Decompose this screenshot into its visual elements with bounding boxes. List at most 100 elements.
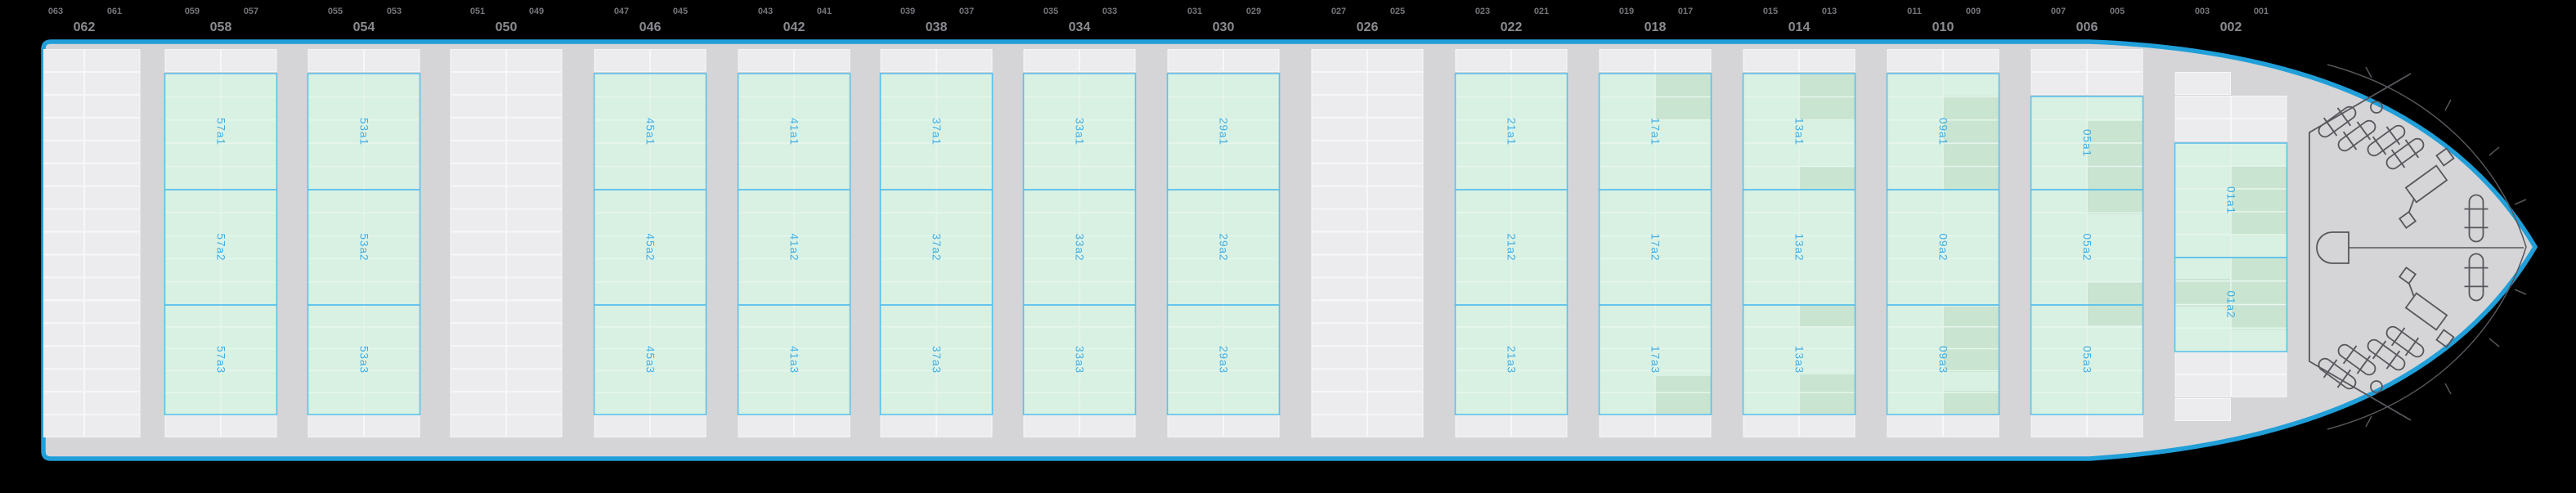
stowage-zone-13a3[interactable]	[1742, 304, 1856, 415]
zone-label: 17a3	[1649, 346, 1662, 374]
occupied-slot[interactable]	[2087, 190, 2143, 214]
zone-label: 29a2	[1218, 233, 1230, 261]
zone-label: 13a3	[1793, 346, 1806, 374]
zone-label: 05a3	[2081, 346, 2094, 374]
stowage-zone-53a3[interactable]	[307, 304, 421, 415]
bollard-icon	[2318, 105, 2357, 138]
bay-odd-number-label: 011	[1907, 7, 1922, 16]
stowage-zone-29a3[interactable]	[1166, 304, 1281, 415]
bay-number-label: 002	[2220, 20, 2242, 34]
bay-odd-number-label: 041	[817, 7, 832, 16]
bay-odd-number-label: 027	[1331, 7, 1346, 16]
fairlead-icon	[2370, 101, 2383, 114]
bay-odd-number-label: 059	[185, 7, 200, 16]
zone-label: 45a1	[644, 118, 657, 146]
bollard-icon	[2318, 357, 2357, 390]
bay-number-label: 058	[210, 20, 232, 34]
occupied-slot[interactable]	[2087, 282, 2143, 325]
zone-label: 45a3	[644, 346, 657, 374]
zone-label: 37a1	[931, 118, 943, 146]
stowage-zone-37a3[interactable]	[879, 304, 994, 415]
stowage-zone-41a3[interactable]	[737, 304, 851, 415]
chain-link	[2408, 198, 2415, 213]
bay-odd-number-label: 047	[614, 7, 629, 16]
bay-column-062	[43, 49, 141, 437]
occupied-slot[interactable]	[1655, 376, 1712, 415]
bay-number-label: 042	[783, 20, 806, 34]
stowage-zone-21a3[interactable]	[1454, 304, 1568, 415]
forecastle-boundary	[2309, 73, 2412, 421]
bay-odd-number-label: 063	[48, 7, 63, 16]
chain-stopper-icon	[2404, 164, 2448, 204]
zone-label: 01a1	[2225, 186, 2237, 214]
stowage-zone-01a2[interactable]	[2174, 257, 2288, 352]
frame-tick	[2365, 66, 2372, 78]
bollard-icon	[2367, 338, 2406, 371]
bay-column-038: 37a1 37a2 37a3	[879, 49, 994, 437]
bay-odd-number-label: 051	[470, 7, 485, 16]
stowage-zone-45a3[interactable]	[593, 304, 707, 415]
occupied-slot[interactable]	[1943, 391, 1999, 415]
bollard-icon	[2367, 124, 2406, 157]
bay-odd-number-label: 049	[529, 7, 544, 16]
occupied-slot[interactable]	[1799, 167, 1856, 190]
bay-odd-number-label: 053	[387, 7, 402, 16]
chain-stopper-icon	[2435, 329, 2455, 348]
bay-number-label: 010	[1932, 20, 1954, 34]
zone-label: 29a1	[1218, 118, 1230, 146]
zone-label: 37a3	[931, 346, 943, 374]
stowage-zone-17a3[interactable]	[1598, 304, 1712, 415]
stowage-zone-57a3[interactable]	[164, 304, 278, 415]
bay-odd-number-label: 015	[1763, 7, 1778, 16]
bay-number-label: 022	[1501, 20, 1523, 34]
zone-label: 57a1	[215, 118, 227, 146]
zone-label: 09a3	[1937, 346, 1950, 374]
zone-label: 41a2	[788, 233, 801, 261]
frame-tick	[2365, 415, 2372, 428]
zone-label: 33a3	[1074, 346, 1086, 374]
occupied-slot[interactable]	[2174, 279, 2232, 307]
bollard-icon	[2464, 253, 2488, 302]
stowage-zone-05a3[interactable]	[2030, 304, 2144, 415]
stowage-zone-33a3[interactable]	[1022, 304, 1137, 415]
deck-grid: 57a157a257a353a153a253a345a145a245a341a1…	[43, 49, 2288, 437]
bay-odd-number-label: 057	[244, 7, 258, 16]
bay-odd-number-label: 019	[1619, 7, 1634, 16]
bay-number-label: 018	[1645, 20, 1667, 34]
occupied-slot[interactable]	[2087, 121, 2143, 190]
bay-odd-number-label: 055	[328, 7, 343, 16]
zone-label: 53a1	[358, 118, 370, 146]
bay-odd-number-label: 003	[2195, 7, 2210, 16]
zone-label: 17a1	[1649, 118, 1662, 146]
occupied-slot[interactable]	[2231, 258, 2287, 329]
frame-tick	[2514, 289, 2527, 295]
occupied-slot[interactable]	[1799, 374, 1856, 415]
stowage-zone-09a3[interactable]	[1886, 304, 2000, 415]
zone-label: 09a2	[1937, 233, 1950, 261]
bay-odd-number-label: 007	[2051, 7, 2066, 16]
forecastle-area	[2309, 64, 2527, 430]
zone-label: 05a2	[2081, 233, 2094, 261]
bay-odd-number-label: 017	[1678, 7, 1693, 16]
zone-label: 21a1	[1506, 118, 1518, 146]
bay-odd-number-label: 045	[673, 7, 688, 16]
occupied-slot[interactable]	[1943, 307, 1999, 372]
zone-label: 37a2	[931, 233, 943, 261]
bay-odd-number-label: 037	[959, 7, 974, 16]
bay-column-026	[1311, 49, 1424, 437]
bay-odd-number-label: 039	[900, 7, 915, 16]
occupied-slot[interactable]	[2231, 166, 2287, 235]
windlass-icon	[2316, 231, 2349, 264]
occupied-slot[interactable]	[1799, 305, 1856, 327]
chain-link	[2408, 283, 2415, 298]
